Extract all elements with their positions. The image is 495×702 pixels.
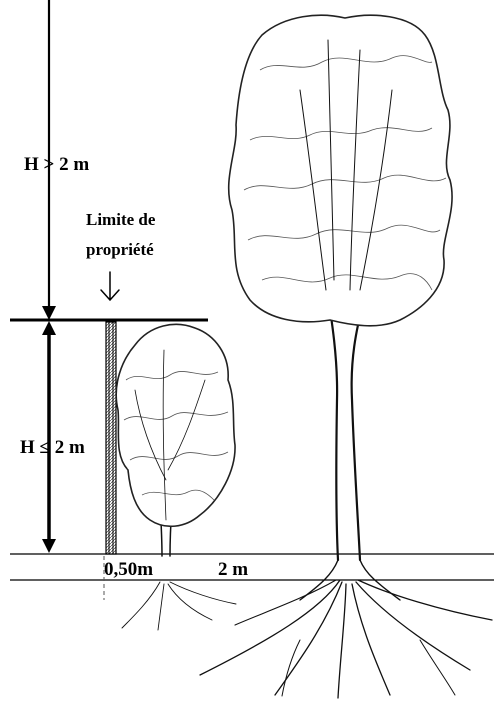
label-distance-large: 2 m xyxy=(218,559,248,580)
property-limit-arrow xyxy=(101,272,119,300)
label-property-limit-line2: propriété xyxy=(86,240,154,259)
label-height-below: H ≤ 2 m xyxy=(20,437,85,458)
large-tree xyxy=(200,15,492,698)
label-property-limit-line1: Limite de xyxy=(86,210,156,229)
label-height-above: H > 2 m xyxy=(24,154,89,175)
small-tree xyxy=(116,324,236,630)
label-distance-small: 0,50m xyxy=(104,559,153,580)
